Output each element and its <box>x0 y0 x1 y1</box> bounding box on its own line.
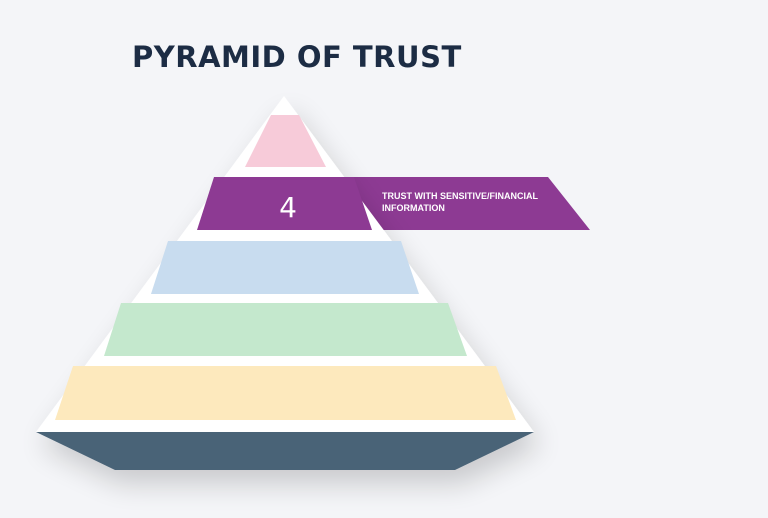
pyramid-base <box>36 432 534 470</box>
callout-label: TRUST WITH SENSITIVE/FINANCIAL INFORMATI… <box>382 191 538 213</box>
pyramid-level-1 <box>55 366 516 420</box>
pyramid-level-4-number: 4 <box>279 191 297 224</box>
callout-banner <box>340 177 590 230</box>
pyramid-level-4 <box>197 177 372 230</box>
pyramid-level-5 <box>245 115 326 167</box>
page-title: PYRAMID OF TRUST <box>132 40 462 74</box>
pyramid-level-2 <box>104 303 467 356</box>
pyramid-level-3 <box>151 241 419 294</box>
